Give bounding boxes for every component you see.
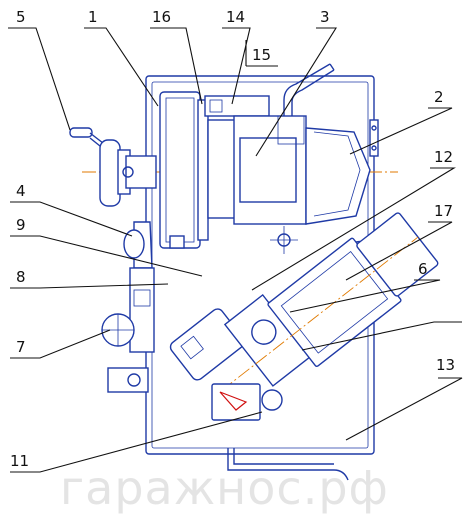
drain-pipe [227, 448, 349, 481]
leader-lines [8, 27, 463, 473]
left-side-parts [101, 221, 155, 393]
callout-16: 16 [152, 8, 171, 26]
watermark: гаражнос.рф [60, 461, 389, 515]
callout-7: 7 [16, 338, 26, 356]
callout-3: 3 [320, 8, 330, 26]
callout-1: 1 [88, 8, 98, 26]
main-motor [207, 115, 379, 225]
callout-4: 4 [16, 182, 26, 200]
handwheel [69, 127, 157, 207]
bracket [204, 95, 270, 117]
callout-6: 6 [418, 260, 428, 278]
callout-8: 8 [16, 268, 26, 286]
reference-mark [270, 226, 298, 254]
callout-14: 14 [226, 8, 245, 26]
callout-2: 2 [434, 88, 444, 106]
callout-13: 13 [436, 356, 455, 374]
callout-5: 5 [16, 8, 26, 26]
callout-15: 15 [252, 46, 271, 64]
callout-12: 12 [434, 148, 453, 166]
callout-11: 11 [10, 452, 29, 470]
adjustment-block [211, 383, 283, 421]
callout-17: 17 [434, 202, 453, 220]
callout-9: 9 [16, 216, 26, 234]
grinding-wheel [159, 91, 209, 249]
callout-labels: 5 1 16 14 15 3 2 12 4 17 9 6 8 7 13 11 [10, 8, 455, 470]
